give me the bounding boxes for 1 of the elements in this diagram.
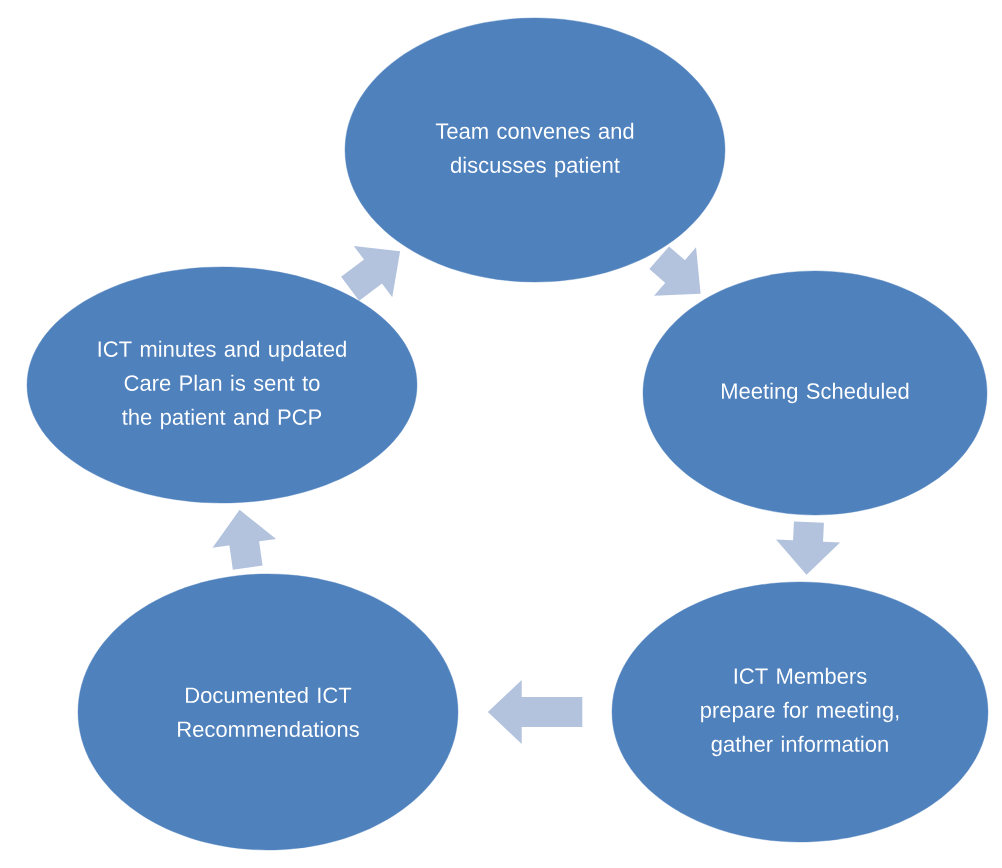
block-arrow — [649, 246, 701, 296]
